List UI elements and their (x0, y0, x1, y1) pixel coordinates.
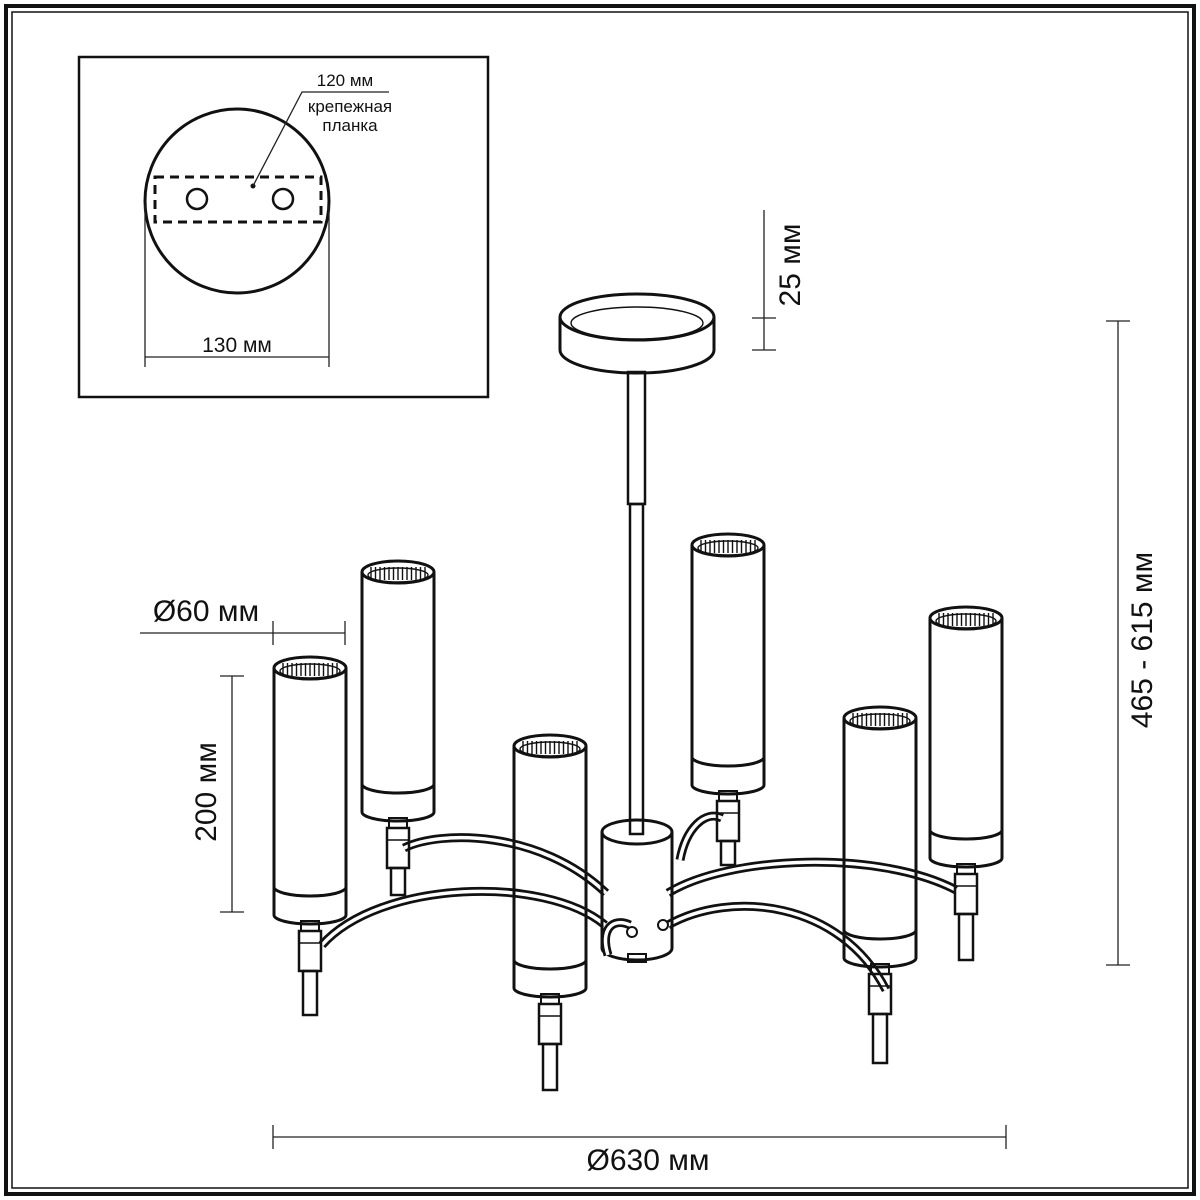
socket-holder (297, 929, 323, 973)
socket-stem (301, 969, 319, 1017)
mounting-bracket-outline (153, 175, 323, 224)
socket-stem (871, 1012, 889, 1065)
arms (318, 811, 959, 993)
lamp-4 (272, 655, 348, 1017)
page-frame-inner (11, 11, 1189, 1189)
shade-rim (512, 733, 588, 759)
bracket-leader-line (252, 91, 389, 187)
bracket-name-line2: планка (322, 116, 378, 135)
shade-band (360, 783, 436, 795)
mounting-hole-left (185, 187, 209, 211)
glass-shade (842, 718, 918, 969)
lamp-1 (360, 559, 436, 897)
mounting-hole-right (271, 187, 295, 211)
total-diameter-label: Ø630 мм (587, 1144, 710, 1177)
shade-band (842, 929, 918, 941)
shade-height-label: 200 мм (190, 742, 223, 842)
socket-stem (541, 1042, 559, 1092)
lamps (272, 532, 1004, 1092)
total-height-label: 465 - 615 мм (1126, 552, 1159, 728)
total-height-dimension: 465 - 615 мм (1106, 320, 1159, 966)
shade-rim (272, 655, 348, 681)
socket-stem (957, 912, 975, 962)
mounting-plate-inset: 120 мм крепежная планка 130 мм (77, 55, 490, 399)
shade-diameter-dimension: Ø60 мм (140, 595, 346, 645)
central-hub (600, 818, 674, 963)
shade-height-dimension: 200 мм (190, 675, 244, 913)
suspension-rod (626, 370, 647, 836)
shade-rim (842, 705, 918, 731)
lamp-3 (928, 605, 1004, 962)
canopy-height-label: 25 мм (774, 224, 807, 307)
shade-band (512, 959, 588, 971)
lamp-6 (842, 705, 918, 1065)
canopy-height-dimension: 25 мм (752, 210, 807, 351)
canopy (558, 292, 716, 375)
lamp-2 (690, 532, 766, 867)
socket-stem (719, 839, 737, 867)
total-diameter-dimension: Ø630 мм (272, 1125, 1007, 1177)
bracket-name-line1: крепежная (308, 97, 392, 116)
page-frame-outer (4, 4, 1196, 1196)
shade-rim (928, 605, 1004, 631)
inset-border (77, 55, 490, 399)
shade-band (928, 829, 1004, 841)
canopy-rim-outer (558, 292, 716, 342)
shade-rim (360, 559, 436, 585)
socket-holder (953, 872, 979, 916)
rod-upper (626, 370, 647, 506)
canopy-rim-inner (570, 306, 704, 340)
glass-shade (690, 545, 766, 796)
glass-shade (928, 618, 1004, 869)
glass-shade (360, 572, 436, 823)
shade-rim (690, 532, 766, 558)
glass-shade (512, 746, 588, 999)
canopy-body (558, 317, 716, 375)
shade-band (272, 886, 348, 898)
shade-band (690, 756, 766, 768)
glass-shade (272, 668, 348, 926)
bracket-length-label: 120 мм (317, 71, 373, 90)
socket-holder (537, 1002, 563, 1046)
plate-width-label: 130 мм (202, 334, 272, 357)
socket-stem (389, 866, 407, 897)
shade-diameter-label: Ø60 мм (153, 595, 259, 628)
rod-lower (628, 502, 645, 836)
lamp-5 (512, 733, 588, 1092)
ceiling-plate-circle (143, 107, 331, 295)
